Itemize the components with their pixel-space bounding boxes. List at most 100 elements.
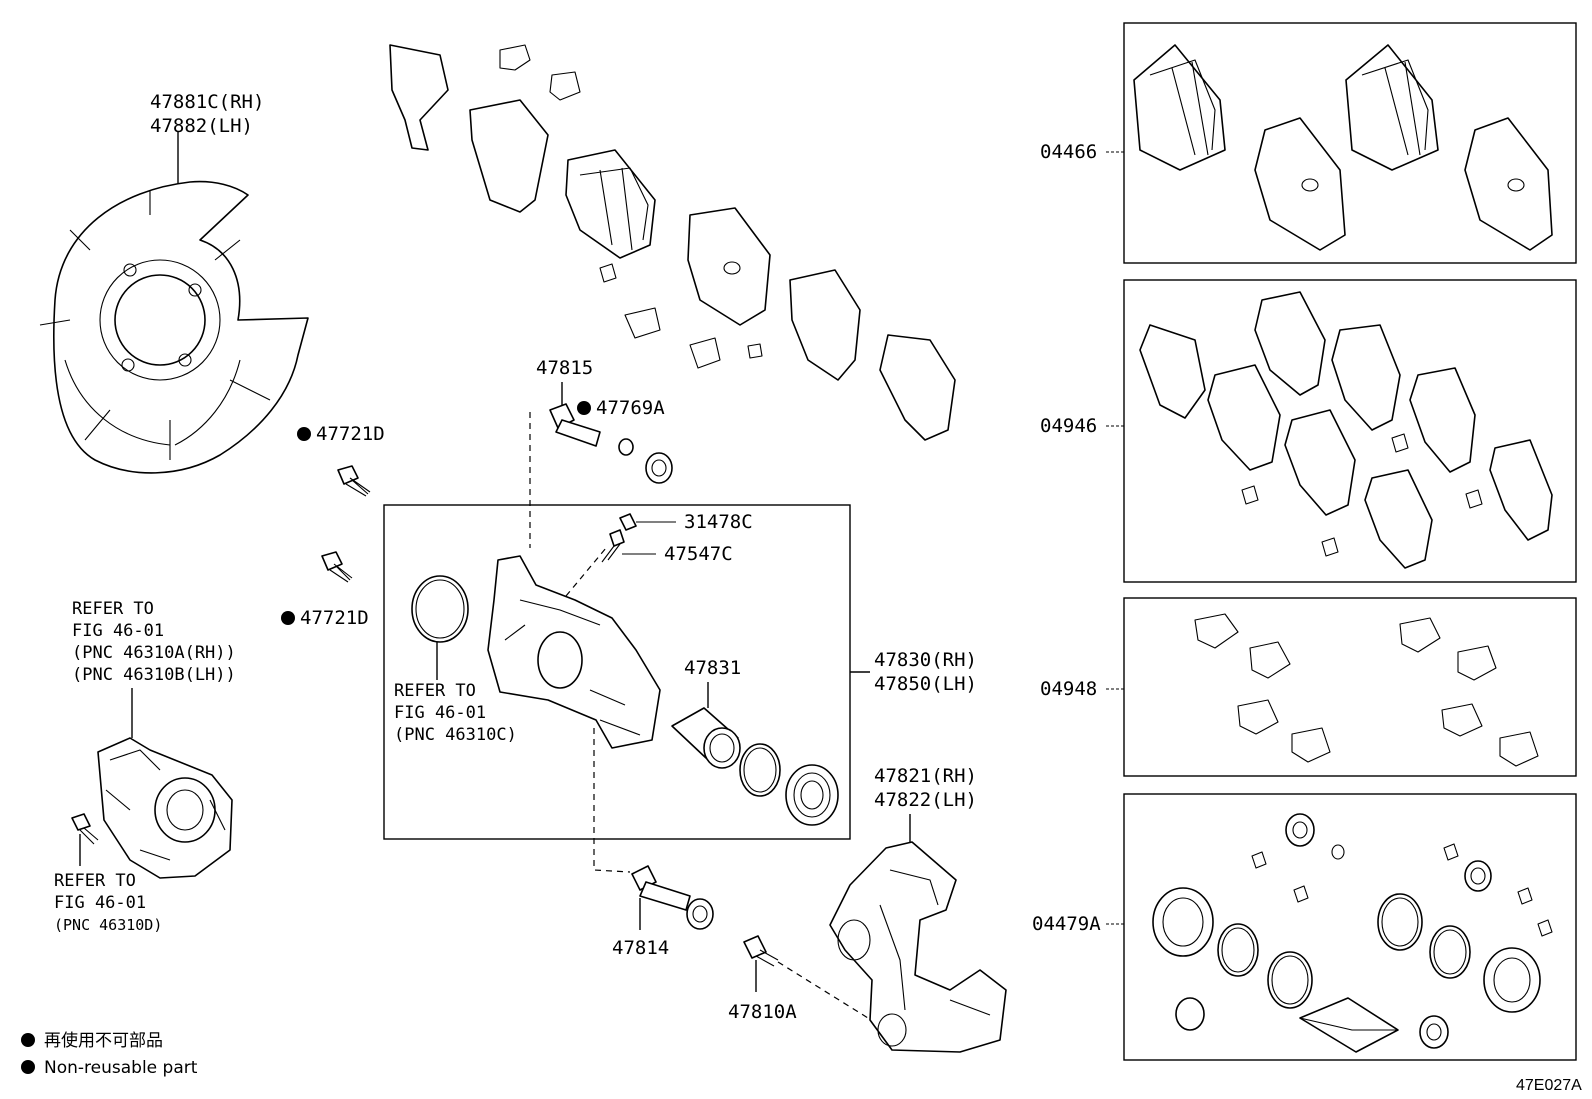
shim-top-1[interactable] bbox=[389, 44, 449, 151]
label-shield-rh: 47881C(RH) bbox=[150, 91, 264, 113]
bleeder-screw[interactable] bbox=[601, 529, 625, 563]
kit-shim-clip-1[interactable] bbox=[1241, 485, 1259, 505]
label-pin-upper: 47815 bbox=[536, 357, 593, 379]
piston-seal-ring-small[interactable] bbox=[739, 743, 781, 797]
clip-top-2[interactable] bbox=[549, 71, 581, 101]
caliper-body[interactable] bbox=[487, 555, 661, 749]
kit-shim-4[interactable] bbox=[1331, 324, 1401, 431]
non-reusable-marker bbox=[577, 401, 591, 415]
label-kit-shims: 04946 bbox=[1040, 415, 1097, 437]
kit-shim-clip-4[interactable] bbox=[1321, 537, 1339, 557]
label-caliper-rh: 47830(RH) bbox=[874, 649, 977, 671]
kit-bushing-3[interactable] bbox=[1175, 997, 1205, 1031]
label-cap: 31478C bbox=[684, 511, 753, 533]
shim-top-3[interactable] bbox=[789, 269, 861, 381]
pad-top-1[interactable] bbox=[565, 149, 656, 259]
kit-shim-8[interactable] bbox=[1489, 439, 1553, 541]
non-reusable-marker bbox=[297, 427, 311, 441]
figure-code: 47E027A bbox=[1516, 1077, 1582, 1094]
kit-shim-5[interactable] bbox=[1284, 409, 1356, 516]
refer-seal-l3: (PNC 46310C) bbox=[394, 725, 517, 745]
bushing-upper[interactable] bbox=[618, 438, 673, 484]
motor-bolt[interactable] bbox=[71, 813, 99, 845]
legend-en: Non-reusable part bbox=[44, 1058, 198, 1078]
kit-clip-4[interactable] bbox=[1291, 727, 1331, 763]
clip-small-1[interactable] bbox=[599, 263, 617, 283]
refer-motor-l2: FIG 46-01 bbox=[72, 621, 164, 641]
non-reusable-marker bbox=[281, 611, 295, 625]
kit-grease-packet[interactable] bbox=[1299, 997, 1399, 1053]
clip-mid-1[interactable] bbox=[624, 307, 661, 339]
label-kit-pads: 04466 bbox=[1040, 141, 1097, 163]
refer-bolt-l1: REFER TO bbox=[54, 871, 136, 891]
kit-pad-2[interactable] bbox=[1254, 117, 1346, 251]
kit-clip-3[interactable] bbox=[1237, 699, 1279, 735]
kit-box-seals bbox=[1123, 793, 1577, 1061]
pad-top-2[interactable] bbox=[687, 207, 771, 326]
kit-shim-clip-2[interactable] bbox=[1391, 433, 1409, 453]
label-bolt-b: 47721D bbox=[300, 607, 369, 629]
refer-seal-l1: REFER TO bbox=[394, 681, 476, 701]
kit-boot-2[interactable] bbox=[1377, 893, 1423, 951]
bushing-lower[interactable] bbox=[686, 898, 714, 930]
kit-shim-1[interactable] bbox=[1139, 324, 1206, 419]
bolt-47721d-upper[interactable] bbox=[337, 465, 371, 497]
kit-bushing-1[interactable] bbox=[1285, 813, 1315, 847]
dust-shield[interactable] bbox=[39, 180, 309, 474]
legend-marker bbox=[21, 1033, 35, 1047]
kit-pad-4[interactable] bbox=[1464, 117, 1553, 251]
kit-pad-3[interactable] bbox=[1345, 44, 1439, 171]
mounting-bracket[interactable] bbox=[829, 841, 1007, 1053]
piston-boot[interactable] bbox=[785, 764, 839, 826]
bolt-47721d-lower[interactable] bbox=[321, 551, 353, 583]
kit-clip-5[interactable] bbox=[1399, 617, 1441, 653]
piston[interactable] bbox=[671, 707, 741, 769]
kit-clip-6[interactable] bbox=[1457, 645, 1497, 681]
kit-shim-7[interactable] bbox=[1364, 469, 1433, 569]
kit-bushing-2[interactable] bbox=[1464, 860, 1492, 892]
kit-clip-8[interactable] bbox=[1499, 731, 1539, 767]
mounting-bolt[interactable] bbox=[743, 935, 779, 967]
kit-shim-3[interactable] bbox=[1207, 364, 1281, 471]
bleeder-cap[interactable] bbox=[619, 513, 637, 531]
kit-clip-2[interactable] bbox=[1249, 641, 1291, 679]
label-bleeder: 47547C bbox=[664, 543, 733, 565]
kit-shim-2[interactable] bbox=[1254, 291, 1326, 396]
kit-shim-6[interactable] bbox=[1409, 367, 1476, 473]
parking-brake-motor[interactable] bbox=[97, 737, 233, 879]
kit-box-pads bbox=[1123, 22, 1577, 264]
kit-small-caps[interactable] bbox=[1251, 843, 1553, 937]
kit-shim-clip-3[interactable] bbox=[1465, 489, 1483, 509]
slide-pin-lower[interactable] bbox=[631, 865, 691, 911]
label-caliper-lh: 47850(LH) bbox=[874, 673, 977, 695]
shim-top-2[interactable] bbox=[469, 99, 549, 213]
kit-boot-1[interactable] bbox=[1152, 887, 1214, 957]
clip-top-1[interactable] bbox=[499, 44, 531, 71]
label-kit-seals: 04479A bbox=[1032, 913, 1101, 935]
refer-motor-l1: REFER TO bbox=[72, 599, 154, 619]
kit-clip-1[interactable] bbox=[1194, 613, 1239, 649]
piston-seal-ring[interactable] bbox=[411, 575, 469, 643]
clip-mid-2[interactable] bbox=[689, 337, 721, 369]
shim-top-4[interactable] bbox=[879, 334, 956, 441]
legend-jp: 再使用不可部品 bbox=[44, 1030, 163, 1051]
refer-motor-l4: (PNC 46310B(LH)) bbox=[72, 665, 236, 685]
kit-clip-7[interactable] bbox=[1441, 703, 1483, 737]
refer-motor-l3: (PNC 46310A(RH)) bbox=[72, 643, 236, 663]
label-piston: 47831 bbox=[684, 657, 741, 679]
refer-seal-l2: FIG 46-01 bbox=[394, 703, 486, 723]
slide-pin-upper[interactable] bbox=[549, 403, 601, 447]
kit-pad-1[interactable] bbox=[1133, 44, 1226, 171]
kit-boot-3[interactable] bbox=[1483, 947, 1541, 1013]
kit-bushing-4[interactable] bbox=[1419, 1015, 1449, 1049]
kit-seal-ring-3[interactable] bbox=[1429, 925, 1471, 979]
label-bolt-a: 47721D bbox=[316, 423, 385, 445]
legend-marker bbox=[21, 1060, 35, 1074]
clip-small-2[interactable] bbox=[747, 343, 763, 359]
kit-box-shims bbox=[1123, 279, 1577, 583]
kit-seal-ring-2[interactable] bbox=[1267, 951, 1313, 1009]
label-shield-lh: 47882(LH) bbox=[150, 115, 253, 137]
kit-seal-ring-1[interactable] bbox=[1217, 923, 1259, 977]
refer-bolt-l3: (PNC 46310D) bbox=[54, 916, 162, 934]
